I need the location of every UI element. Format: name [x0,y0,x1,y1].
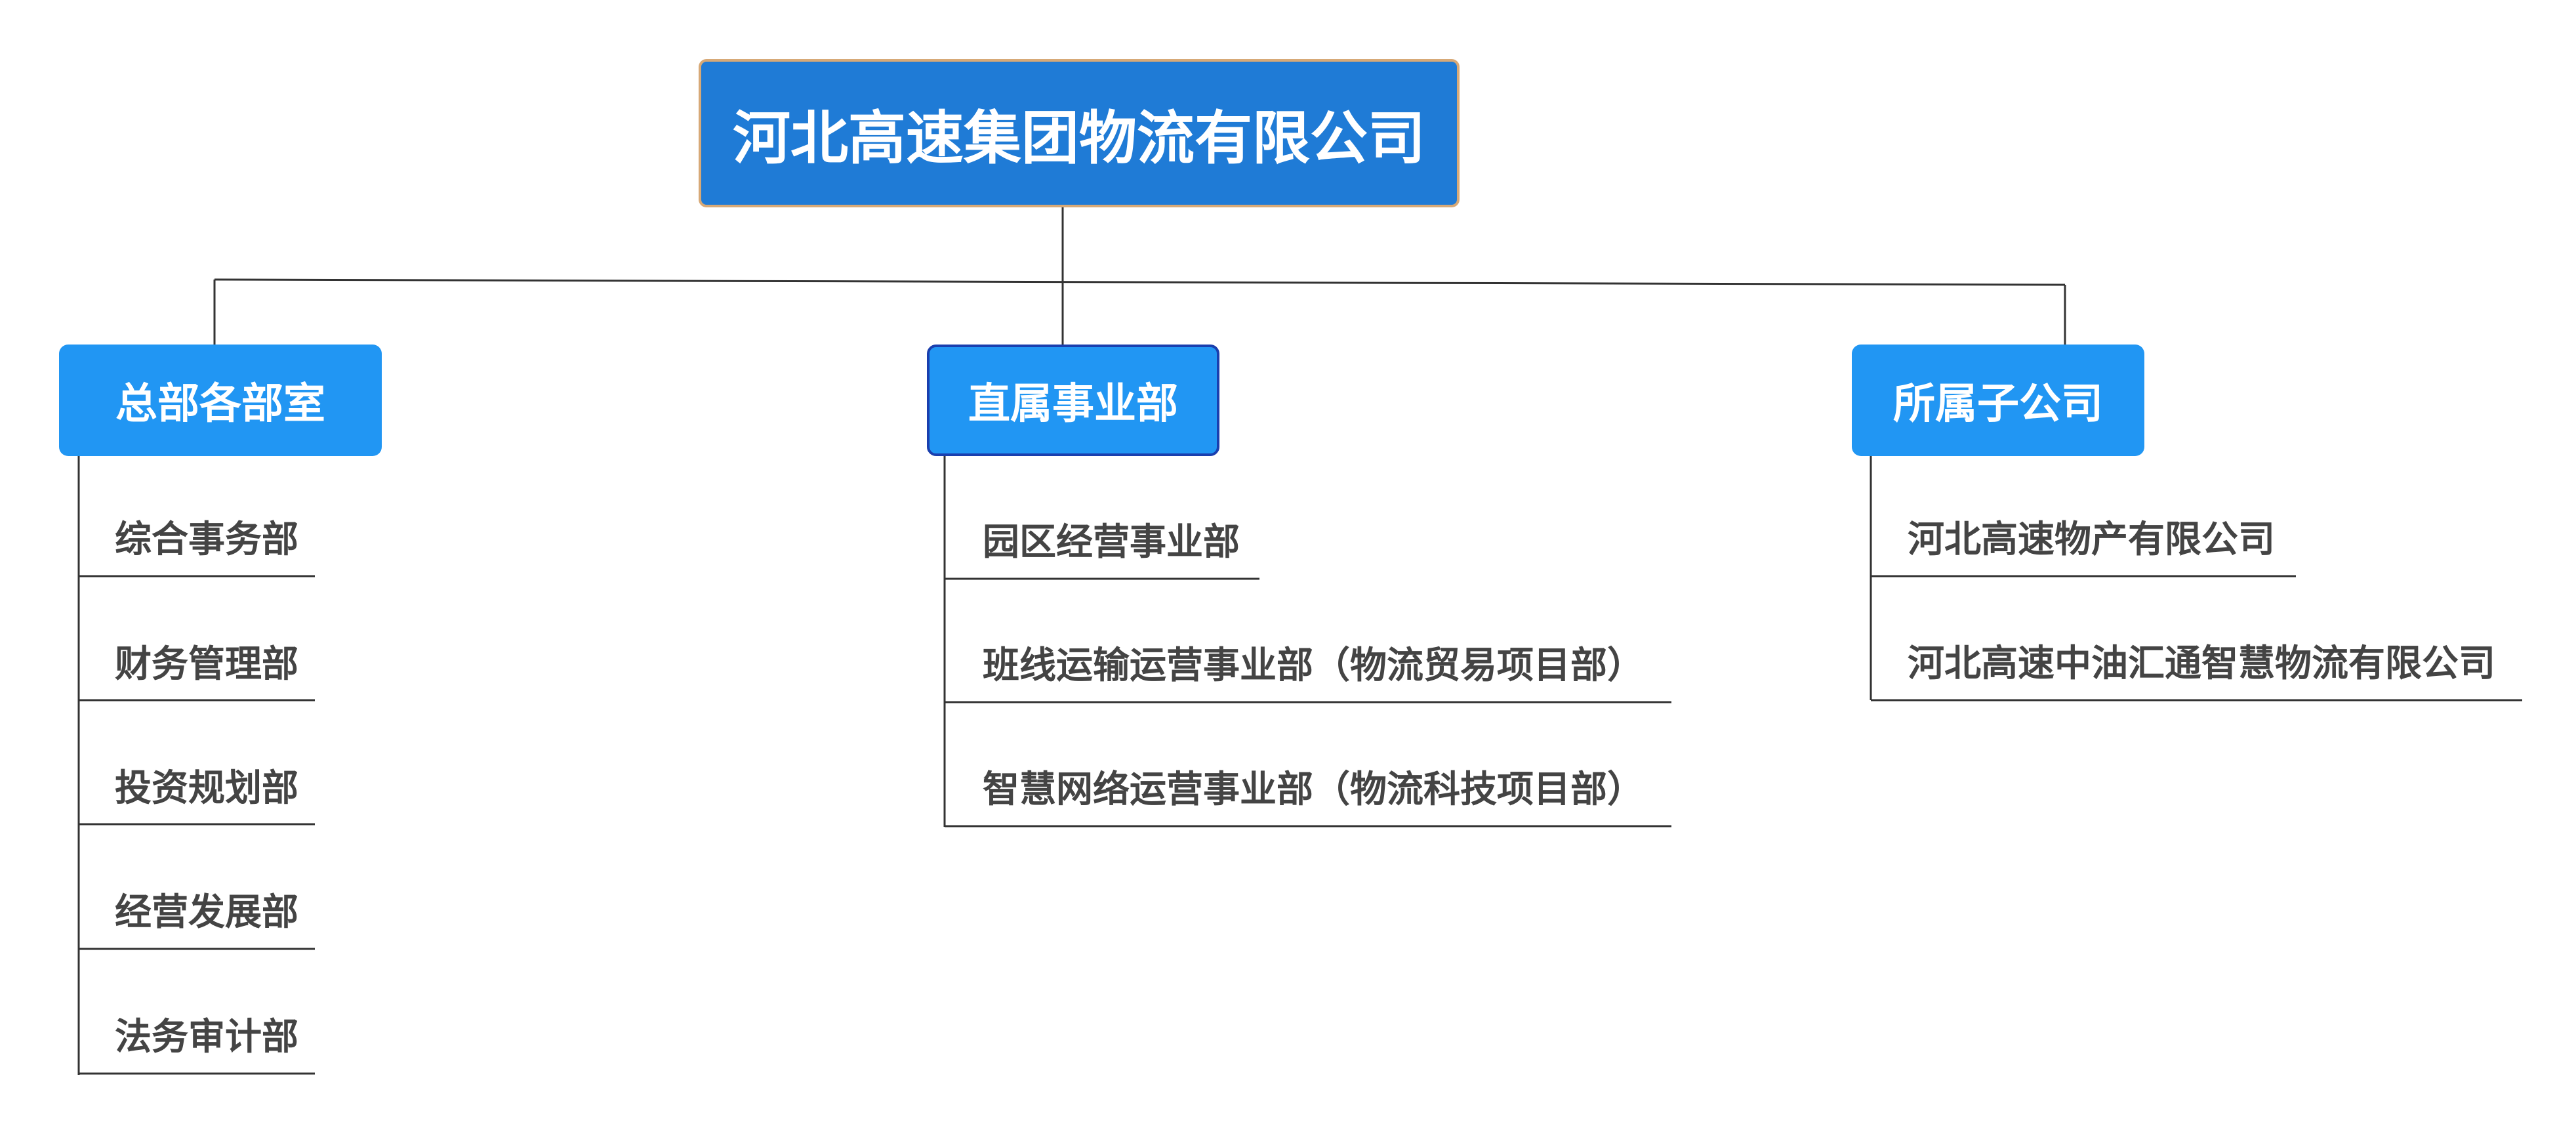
root-node[interactable]: 河北高速集团物流有限公司 [699,59,1460,207]
leaf-node[interactable]: 法务审计部 [115,1016,298,1058]
leaf-node[interactable]: 投资规划部 [115,767,298,810]
leaf-node[interactable]: 班线运输运营事业部（物流贸易项目部） [983,644,1644,687]
leaf-node[interactable]: 河北高速物产有限公司 [1908,518,2275,561]
branch-label: 直属事业部 [968,380,1178,429]
leaf-node[interactable]: 综合事务部 [115,518,298,561]
branch-node-hq-departments[interactable]: 总部各部室 [59,345,382,456]
branch-label: 总部各部室 [115,380,325,429]
branch-label: 所属子公司 [1893,380,2103,429]
leaf-node[interactable]: 财务管理部 [115,643,298,686]
leaf-node[interactable]: 河北高速中油汇通智慧物流有限公司 [1908,642,2495,685]
leaf-node[interactable]: 智慧网络运营事业部（物流科技项目部） [983,768,1644,811]
leaf-node[interactable]: 经营发展部 [115,891,298,934]
branch-bus [214,278,2066,286]
root-label: 河北高速集团物流有限公司 [732,104,1425,172]
branch-node-subsidiaries[interactable]: 所属子公司 [1852,345,2144,456]
branch-node-business-units[interactable]: 直属事业部 [927,345,1219,456]
leaf-node[interactable]: 园区经营事业部 [983,521,1240,564]
